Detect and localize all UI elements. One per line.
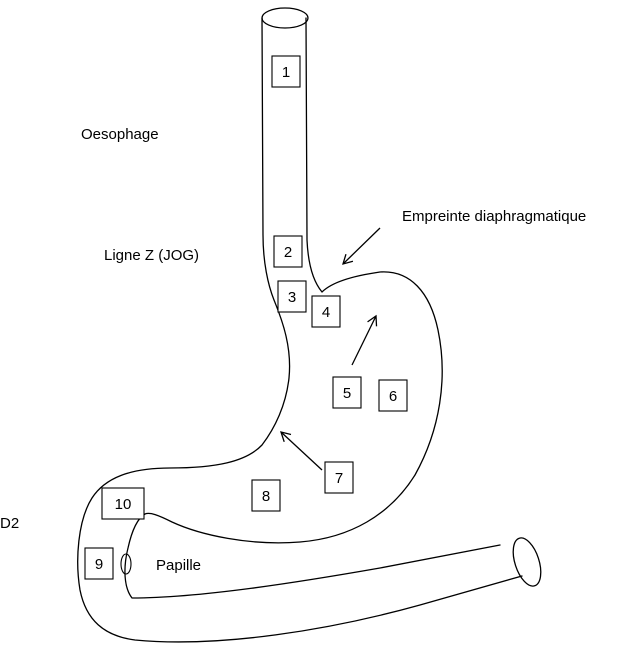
duodenum-opening <box>512 537 542 587</box>
label-papille: Papille <box>156 557 201 574</box>
site-box-9: 9 <box>84 547 114 580</box>
site-number: 7 <box>335 470 343 487</box>
site-box-7: 7 <box>324 461 354 494</box>
arrow-empreinte <box>342 227 381 265</box>
site-box-1: 1 <box>271 55 301 88</box>
oesophagus-opening <box>261 7 309 29</box>
site-number: 10 <box>115 496 132 513</box>
site-number: 3 <box>288 289 296 306</box>
site-box-8: 8 <box>251 479 281 512</box>
site-number: 8 <box>262 488 270 505</box>
site-number: 9 <box>95 556 103 573</box>
label-d2: D2 <box>0 515 19 532</box>
digestive-tract-outline <box>77 17 523 643</box>
site-number: 1 <box>282 64 290 81</box>
site-box-10: 10 <box>101 487 145 520</box>
arrow-fundus <box>351 314 378 366</box>
site-number: 4 <box>322 304 330 321</box>
label-ligne-z: Ligne Z (JOG) <box>104 247 199 264</box>
site-number: 5 <box>343 385 351 402</box>
site-box-6: 6 <box>378 379 408 412</box>
site-box-5: 5 <box>332 376 362 409</box>
site-number: 6 <box>389 388 397 405</box>
label-empreinte: Empreinte diaphragmatique <box>402 208 586 225</box>
arrow-angle <box>280 431 323 471</box>
papilla-shape <box>120 553 132 575</box>
site-box-4: 4 <box>311 295 341 328</box>
label-oesophage: Oesophage <box>81 126 159 143</box>
site-box-3: 3 <box>277 280 307 313</box>
site-box-2: 2 <box>273 235 303 268</box>
site-number: 2 <box>284 244 292 261</box>
